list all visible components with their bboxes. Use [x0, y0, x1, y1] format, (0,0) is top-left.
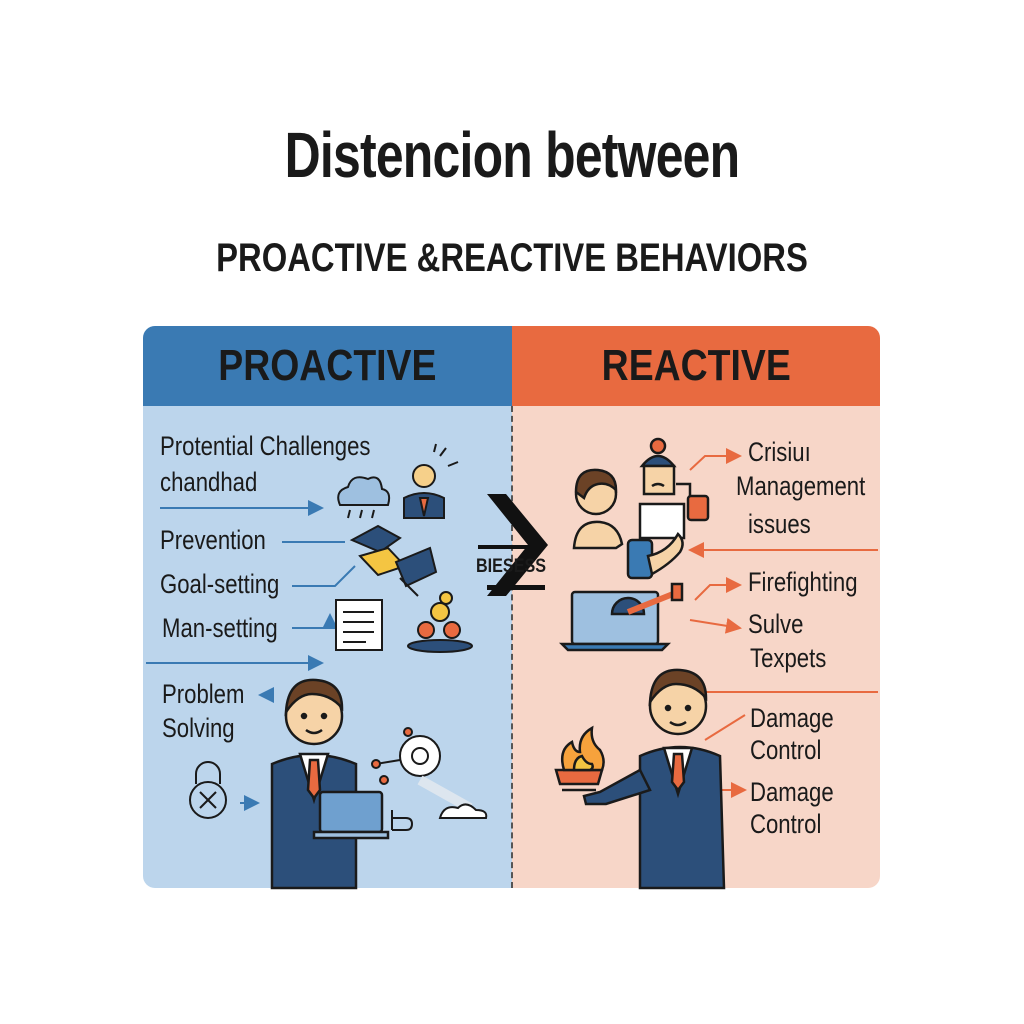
- label-man-setting: Man-setting: [162, 613, 278, 643]
- phone-icon: [626, 531, 684, 580]
- reactive-header: REACTIVE: [512, 326, 880, 406]
- businessman-icon: [270, 678, 358, 890]
- page-subtitle: PROACTIVE &REACTIVE BEHAVIORS: [216, 236, 808, 280]
- label-damage-1b: Control: [750, 735, 822, 765]
- label-solving: Solving: [162, 713, 235, 743]
- center-divider: [511, 406, 513, 888]
- center-label: BIESESS: [476, 556, 547, 577]
- label-texpets: Texpets: [750, 643, 827, 673]
- team-icon: [407, 591, 473, 653]
- fire-icon: [554, 725, 605, 792]
- label-challenges-line1: Protential Challenges: [160, 431, 371, 461]
- worried-person-icon: [572, 468, 624, 550]
- gear-icon: [371, 727, 488, 831]
- label-firefighting: Firefighting: [748, 567, 858, 597]
- idea-person-icon: [403, 443, 459, 519]
- laptop-icon: [312, 790, 390, 840]
- label-crisis-line3: issues: [748, 509, 811, 539]
- label-prevention: Prevention: [160, 525, 266, 555]
- document-icon: [335, 599, 383, 651]
- double-arrow-icon: [478, 494, 548, 596]
- cloud-icon: [337, 476, 391, 519]
- proactive-heading: PROACTIVE: [218, 341, 437, 390]
- laptop-hammer-icon: [558, 582, 684, 652]
- handshake-icon: [349, 524, 438, 597]
- label-damage-2b: Control: [750, 809, 822, 839]
- reactive-heading: REACTIVE: [601, 341, 791, 390]
- label-challenges-line2: chandhad: [160, 467, 258, 497]
- page-title: Distencion between: [284, 119, 741, 191]
- label-crisis-line1: Crisiuı: [748, 437, 811, 467]
- label-goal-setting: Goal-setting: [160, 569, 280, 599]
- label-crisis-line2: Management: [736, 471, 866, 501]
- stressed-worker-icon: [638, 437, 710, 540]
- label-sulve: Sulve: [748, 609, 804, 639]
- label-damage-1a: Damage: [750, 703, 834, 733]
- lock-icon: [189, 761, 227, 819]
- label-problem: Problem: [162, 679, 245, 709]
- businessman-icon: [582, 668, 726, 890]
- proactive-header: PROACTIVE: [143, 326, 512, 406]
- label-damage-2a: Damage: [750, 777, 834, 807]
